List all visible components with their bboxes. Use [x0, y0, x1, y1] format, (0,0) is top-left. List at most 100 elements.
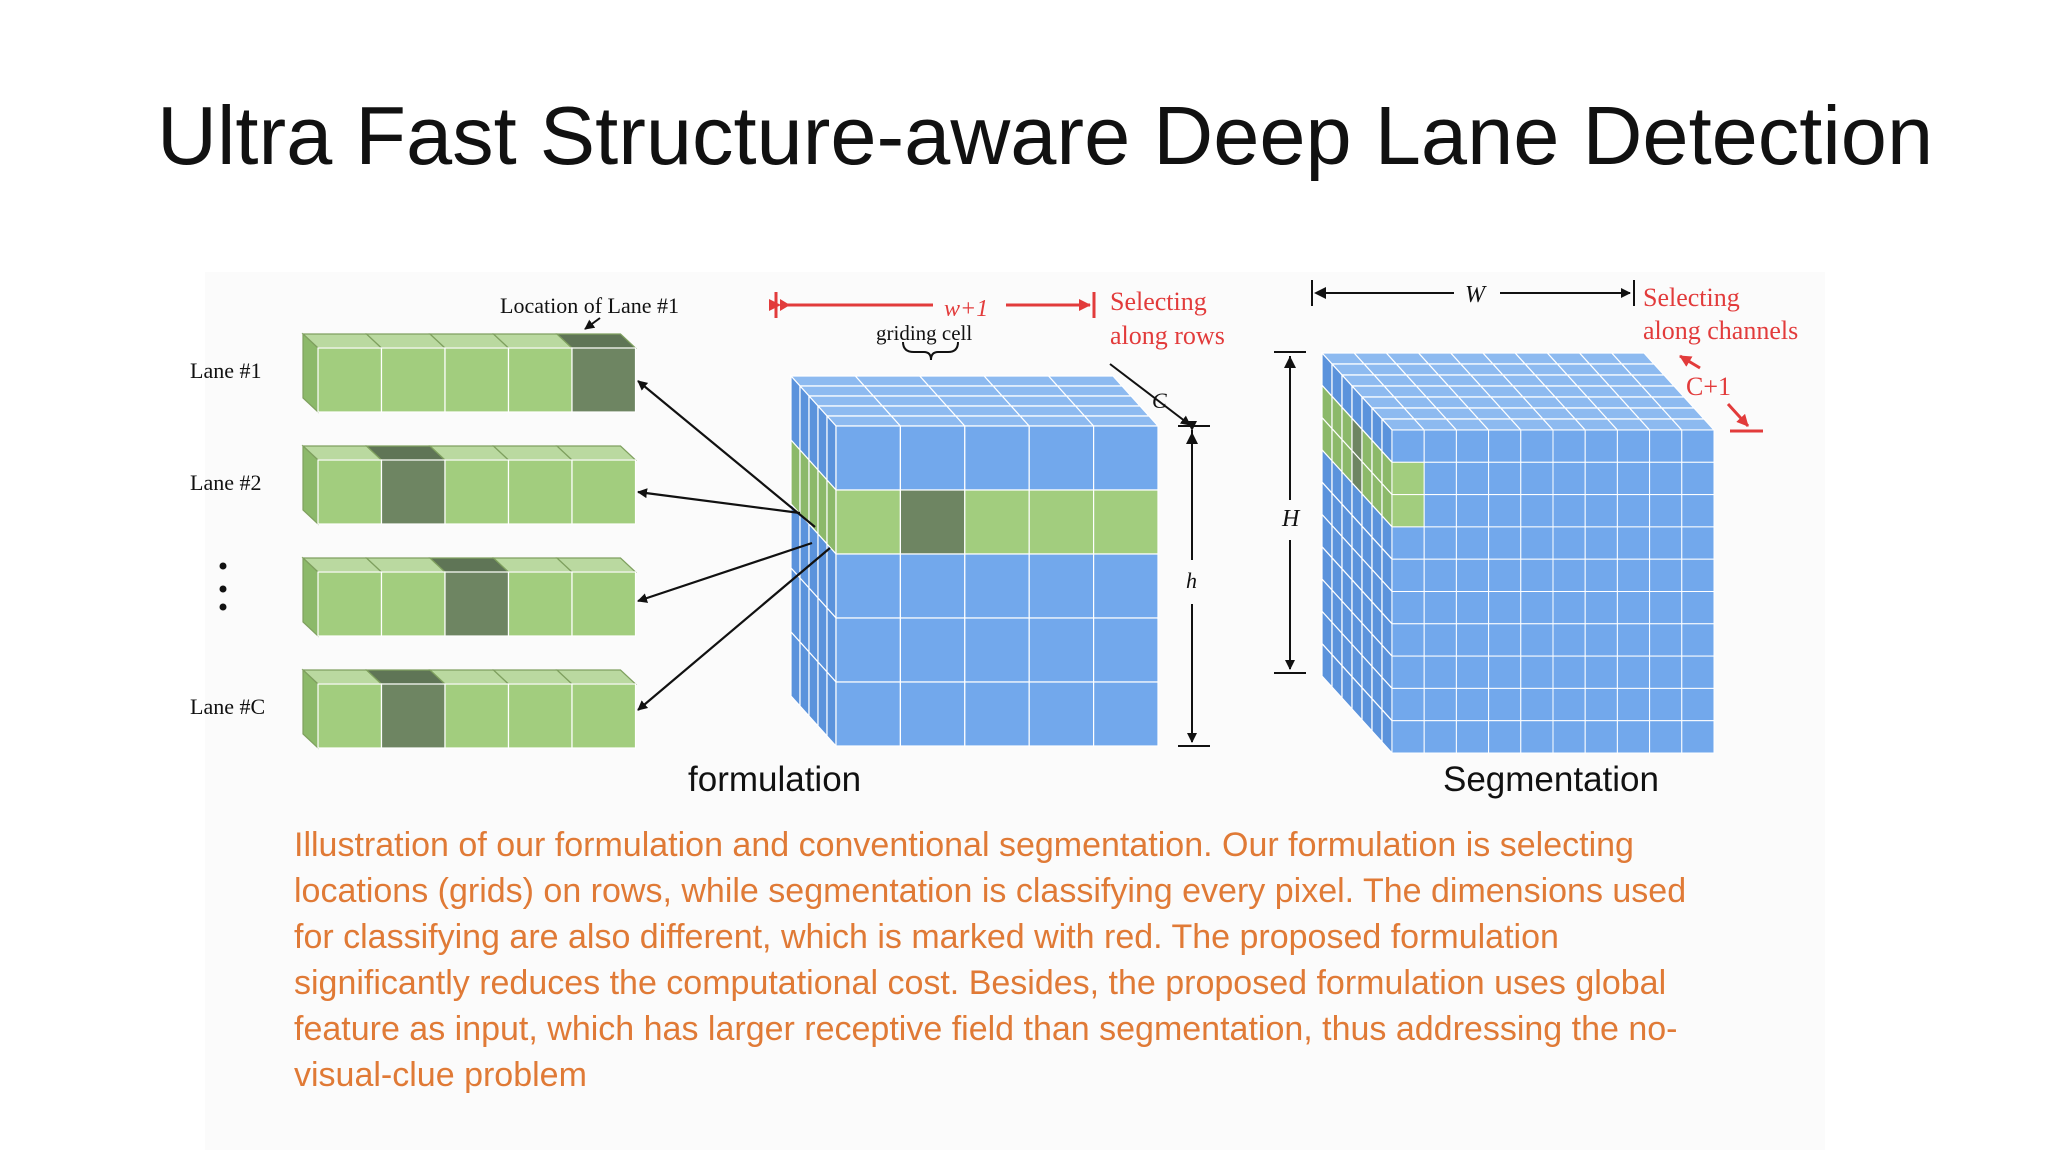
c-plus-one-label: C+1 — [1686, 372, 1731, 401]
seg-front-cell — [1584, 623, 1618, 657]
seg-front-cell — [1649, 461, 1683, 496]
cube-top-cell — [1000, 395, 1077, 407]
seg-front-cell — [1649, 623, 1683, 657]
seg-front-cell — [1455, 558, 1490, 593]
seg-front-cell — [1391, 655, 1425, 689]
seg-front-cell — [1616, 591, 1651, 625]
seg-front-cell — [1488, 494, 1522, 528]
cube-front-cell — [899, 681, 966, 747]
cube-side-cell — [808, 394, 819, 472]
cube-top-cell — [1047, 375, 1124, 387]
seg-front-cell — [1616, 720, 1651, 754]
seg-front-cell — [1584, 429, 1618, 463]
lane-cell — [571, 683, 637, 749]
cube-side-cell — [817, 660, 828, 738]
seg-front-cell — [1552, 591, 1586, 625]
cube-front-cell — [835, 553, 902, 619]
seg-front-cell — [1681, 623, 1715, 657]
lane-cell — [317, 347, 383, 413]
lane-cell — [317, 683, 383, 749]
seg-front-cell — [1520, 461, 1554, 496]
seg-front-cell — [1520, 591, 1554, 625]
seg-front-cell — [1681, 687, 1715, 722]
seg-front-cell — [1616, 526, 1651, 560]
lane-side-face — [302, 444, 319, 526]
seg-front-cell — [1391, 687, 1425, 722]
channels-label-line2: along channels — [1643, 316, 1798, 345]
seg-front-cell — [1488, 623, 1522, 657]
cube-side-cell — [799, 512, 810, 590]
seg-front-cell — [1616, 687, 1651, 722]
rows-label-line2: along rows — [1110, 321, 1225, 350]
seg-front-cell — [1649, 558, 1683, 593]
cube-front-cell — [1028, 617, 1095, 683]
cube-side-cell — [826, 542, 837, 620]
width-label: w+1 — [944, 296, 988, 322]
formulation-cube — [789, 374, 1160, 748]
cube-side-cell — [808, 650, 819, 728]
seg-front-cell — [1584, 461, 1618, 496]
seg-front-cell — [1552, 720, 1586, 754]
cube-side-cell — [799, 576, 810, 654]
seg-front-cell — [1455, 720, 1490, 754]
cube-side-cell — [826, 670, 837, 748]
seg-front-cell — [1455, 526, 1490, 560]
segmentation-label: Segmentation — [1443, 760, 1659, 799]
seg-front-cell — [1488, 461, 1522, 496]
seg-front-cell — [1391, 429, 1425, 463]
cube-side-cell — [790, 374, 801, 452]
cube-top-cell — [807, 395, 884, 407]
seg-h-label: H — [1281, 506, 1301, 532]
seg-front-cell — [1584, 687, 1618, 722]
lane-cell — [444, 683, 510, 749]
seg-front-cell — [1584, 494, 1618, 528]
cube-top-cell — [927, 385, 1004, 397]
lane-cell — [317, 459, 383, 525]
cube-side-cell — [817, 532, 828, 610]
cube-top-cell — [1009, 405, 1086, 417]
c-dimension-arrow — [1109, 363, 1191, 426]
cube-top-cell — [798, 385, 875, 397]
seg-front-cell — [1552, 461, 1586, 496]
griding-cell-brace — [902, 341, 959, 361]
lane-side-face — [302, 332, 319, 414]
seg-front-cell — [1423, 558, 1457, 593]
seg-front-cell — [1423, 720, 1457, 754]
seg-front-cell — [1423, 526, 1457, 560]
seg-front-cell — [1455, 591, 1490, 625]
cube-selected-location-cell — [899, 489, 966, 555]
lane-cell — [317, 571, 383, 637]
cube-front-cell — [835, 425, 902, 491]
cube-side-cell — [817, 596, 828, 674]
seg-channel-cell — [1391, 494, 1425, 528]
cube-top-cell — [1074, 405, 1151, 417]
seg-front-cell — [1616, 655, 1651, 689]
seg-front-cell — [1423, 494, 1457, 528]
cube-side-cell — [817, 404, 828, 482]
seg-front-cell — [1649, 591, 1683, 625]
seg-front-cell — [1391, 623, 1425, 657]
cube-selected-row-cell — [835, 489, 902, 555]
seg-front-cell — [1488, 655, 1522, 689]
seg-h-dimension — [1274, 351, 1306, 674]
cube-top-cell — [945, 405, 1022, 417]
cube-top-cell — [936, 395, 1013, 407]
cube-top-cell — [816, 405, 893, 417]
cube-top-cell — [1018, 415, 1095, 427]
seg-front-cell — [1552, 623, 1586, 657]
lane-c-label: Lane #C — [190, 694, 265, 719]
lane-bar — [301, 332, 638, 414]
seg-front-cell — [1681, 655, 1715, 689]
lane-bars — [301, 332, 638, 750]
seg-front-cell — [1616, 461, 1651, 496]
seg-front-cell — [1616, 494, 1651, 528]
seg-front-cell — [1520, 526, 1554, 560]
cube-front-cell — [1092, 617, 1159, 683]
cube-front-cell — [964, 425, 1030, 491]
seg-front-cell — [1520, 655, 1554, 689]
width-dimension — [769, 292, 1096, 318]
cube-side-cell — [790, 502, 801, 580]
cube-side-cell — [808, 586, 819, 664]
c-label: C — [1152, 388, 1167, 413]
